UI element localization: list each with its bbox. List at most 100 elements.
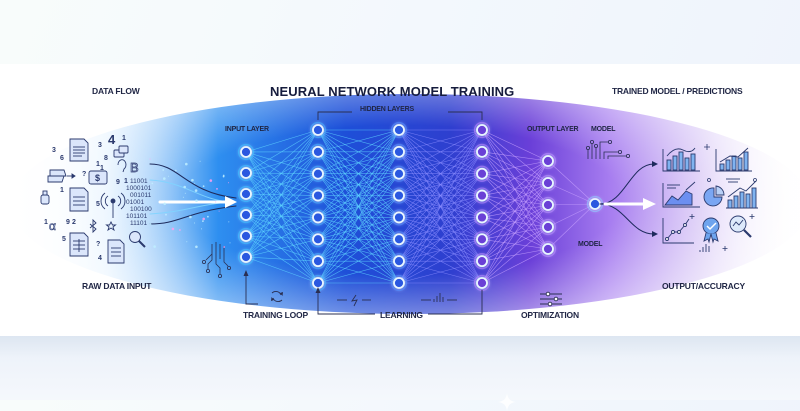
glyph: 8 (104, 155, 108, 162)
data-flow-label: DATA FLOW (92, 86, 140, 96)
bitcoin-icon: B (130, 160, 139, 175)
glyph: ? (96, 241, 100, 248)
hidden-3-node (477, 191, 487, 201)
glyph: 1 (60, 187, 64, 194)
particle (202, 220, 204, 222)
hidden-3-node (477, 125, 487, 135)
hidden-3-node (477, 212, 487, 222)
binary-line: 11101 (130, 220, 147, 227)
trained-model-label: TRAINED MODEL / PREDICTIONS (612, 86, 742, 96)
hidden-3-node (477, 234, 487, 244)
particle (228, 221, 229, 222)
optimization-label: OPTIMIZATION (521, 310, 579, 320)
page-title: NEURAL NETWORK MODEL TRAINING (270, 84, 514, 99)
glyph: 4 (108, 132, 116, 147)
particle (219, 211, 220, 212)
alpha-icon: α (49, 219, 56, 233)
output-node (543, 178, 553, 188)
output-node (543, 156, 553, 166)
input-layer-label: INPUT LAYER (225, 126, 269, 133)
model-bottom-label: MODEL (578, 241, 602, 248)
particle (216, 188, 218, 190)
model-node (590, 199, 600, 209)
glyph: 5 (96, 201, 100, 208)
output-accuracy-label: OUTPUT/ACCURACY (662, 281, 745, 291)
particle (183, 186, 186, 189)
particle (207, 216, 209, 218)
hidden-1-node (313, 234, 323, 244)
hidden-1-node (313, 147, 323, 157)
hidden-2-node (394, 125, 404, 135)
hidden-1-node (313, 125, 323, 135)
particle (210, 179, 213, 182)
hidden-2-node (394, 191, 404, 201)
svg-text:$: $ (95, 173, 100, 183)
hidden-2-node (394, 234, 404, 244)
particle (202, 218, 205, 221)
input-node (241, 189, 251, 199)
input-node (241, 210, 251, 220)
glyph: 6 (60, 155, 64, 162)
hidden-3-node (477, 147, 487, 157)
spreadsheet-icon (70, 233, 88, 256)
hidden-layers-label: HIDDEN LAYERS (360, 106, 414, 113)
particle (186, 241, 187, 242)
document-icon (108, 240, 124, 263)
particle (194, 223, 195, 224)
particle (215, 202, 216, 203)
svg-text:α: α (49, 219, 56, 233)
dollar-chat-icon: $ (89, 171, 107, 184)
input-node (241, 168, 251, 178)
particle (163, 177, 166, 180)
binary-line: 100100 (130, 206, 152, 213)
output-node (543, 222, 553, 232)
glyph: ? (82, 171, 86, 178)
hidden-3-node (477, 169, 487, 179)
particle (150, 159, 151, 160)
particle (200, 161, 201, 162)
particle (150, 223, 152, 225)
hidden-1-node (313, 191, 323, 201)
particle (179, 229, 181, 231)
hidden-3-node (477, 256, 487, 266)
glyph: 1 (124, 178, 128, 185)
raw-data-input-label: RAW DATA INPUT (82, 281, 151, 291)
particle (203, 185, 205, 187)
particle (223, 176, 225, 178)
hidden-1-node (313, 212, 323, 222)
hidden-2-node (394, 147, 404, 157)
network-diagram: 1100110001010010110100110010010110111101… (0, 64, 800, 336)
hidden-1-node (313, 278, 323, 288)
particle (195, 246, 198, 249)
binary-line: 1000101 (126, 185, 152, 192)
hidden-3-node (477, 278, 487, 288)
hidden-1-node (313, 169, 323, 179)
input-node (241, 231, 251, 241)
glyph: 3 (52, 147, 56, 154)
particle (194, 183, 195, 184)
particle (201, 228, 202, 229)
bottom-band (0, 336, 800, 400)
hidden-2-node (394, 169, 404, 179)
particle (189, 216, 192, 219)
document-icon (70, 188, 88, 211)
glyph: 5 (62, 236, 66, 243)
particle (163, 203, 166, 206)
input-node (241, 147, 251, 157)
particle (185, 163, 188, 166)
particle (230, 242, 231, 243)
glyph: 1 (122, 135, 126, 142)
hidden-1-node (313, 256, 323, 266)
particle (153, 245, 156, 248)
binary-line: 01001 (126, 199, 144, 206)
binary-line: 001011 (130, 192, 152, 199)
particle (185, 193, 186, 194)
output-layer-label: OUTPUT LAYER (527, 126, 578, 133)
input-node (241, 252, 251, 262)
particle (223, 246, 225, 248)
document-icon (70, 139, 88, 161)
hidden-2-node (394, 278, 404, 288)
output-node (543, 200, 553, 210)
particle (191, 179, 194, 182)
